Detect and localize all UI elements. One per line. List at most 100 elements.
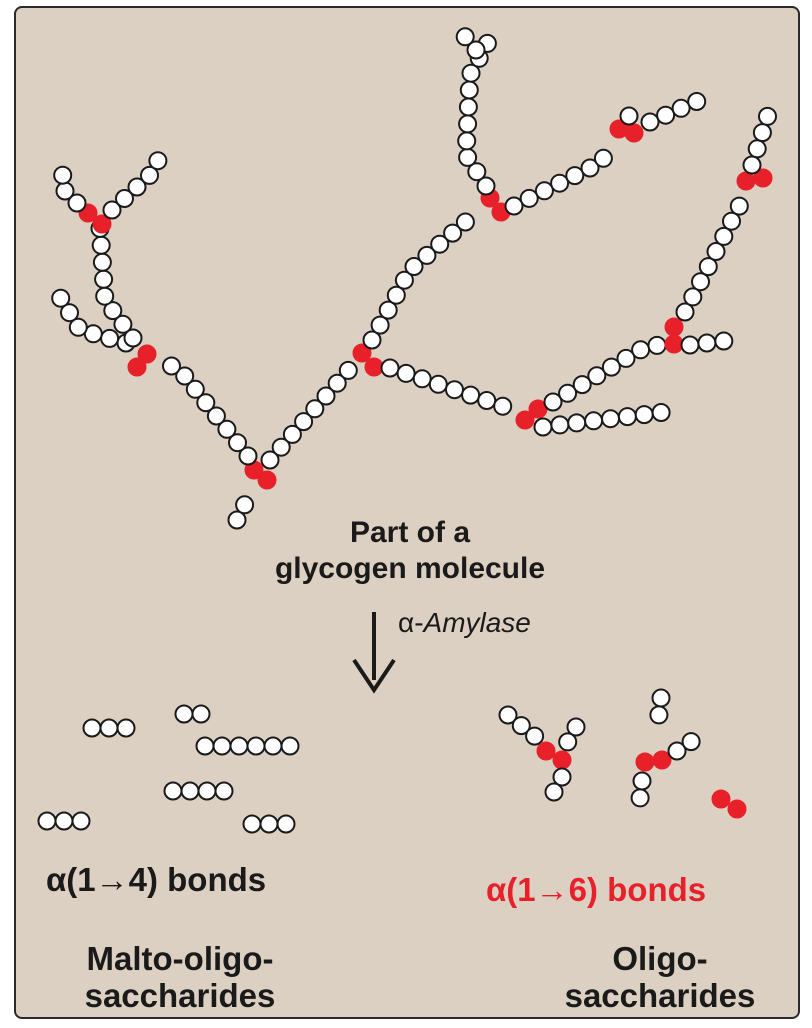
glucose-unit <box>217 419 237 439</box>
glucose-unit <box>681 732 701 752</box>
branch-point-unit <box>536 741 556 761</box>
glucose-unit <box>71 811 91 831</box>
oligo-label-line2: saccharides <box>564 977 756 1014</box>
glucose-unit <box>458 147 478 167</box>
branch-point-unit <box>528 399 548 419</box>
glucose-unit <box>148 151 168 171</box>
glucose-unit <box>619 106 639 126</box>
enzyme-label: α-Amylase <box>398 605 531 641</box>
glucose-unit <box>457 131 477 151</box>
glucose-unit <box>651 688 671 708</box>
glucose-unit <box>305 399 325 419</box>
glucose-unit <box>113 314 133 334</box>
glucose-unit <box>476 176 496 196</box>
glucose-unit <box>651 403 671 422</box>
glucose-unit <box>640 112 660 132</box>
glucose-unit <box>430 234 450 254</box>
glucose-unit <box>550 415 570 435</box>
branch-point-unit <box>352 343 372 363</box>
glucose-unit <box>67 193 87 213</box>
glucose-unit <box>675 302 695 322</box>
glucose-unit <box>404 257 424 276</box>
glucose-unit <box>94 269 114 289</box>
glucose-unit <box>238 446 258 466</box>
glucose-unit <box>276 814 296 834</box>
glucose-unit <box>212 736 232 756</box>
glucose-unit <box>647 335 667 355</box>
glucose-unit <box>706 242 726 261</box>
glucose-unit <box>229 736 249 756</box>
glucose-unit <box>116 718 136 738</box>
glucose-unit <box>82 718 102 738</box>
glucose-unit <box>671 98 691 118</box>
glucose-unit <box>698 257 718 277</box>
glucose-unit <box>206 406 226 426</box>
amylase-arrow <box>352 612 396 694</box>
glucose-unit <box>558 732 578 752</box>
glucose-unit <box>511 716 531 736</box>
branch-point-unit <box>664 317 684 337</box>
glucose-unit <box>235 495 255 515</box>
glucose-unit <box>92 252 112 272</box>
glucose-unit <box>197 781 217 801</box>
glucose-unit <box>493 396 513 416</box>
glucose-unit <box>504 196 524 216</box>
glycogen-label-line1: Part of a <box>349 516 471 549</box>
glucose-unit <box>271 437 291 457</box>
glucose-unit <box>91 235 111 255</box>
branch-point-unit <box>552 750 572 770</box>
glucose-unit <box>195 736 215 756</box>
malto-label-line1: Malto-oligo- <box>86 940 274 977</box>
glucose-unit <box>428 374 448 394</box>
arrow-head <box>352 658 396 694</box>
glucose-unit <box>370 315 390 335</box>
glucose-unit <box>691 272 710 292</box>
glucose-unit <box>37 811 57 831</box>
glucose-unit <box>455 212 475 232</box>
alpha-1-6-bonds-label: α(1→6) bonds <box>486 871 707 908</box>
glucose-unit <box>601 357 621 377</box>
glucose-unit <box>632 771 652 791</box>
glucose-unit <box>466 40 486 60</box>
glucose-unit <box>242 814 262 834</box>
glucose-unit <box>498 705 518 725</box>
glucose-unit <box>380 358 400 378</box>
glucose-unit <box>534 181 554 201</box>
glucose-unit <box>327 373 347 393</box>
glucose-unit <box>758 106 777 126</box>
glucose-unit <box>656 105 676 125</box>
glucose-unit <box>552 767 572 787</box>
glucose-unit <box>458 97 478 117</box>
alpha-1-4-bonds-label: α(1→4) bonds <box>46 861 267 898</box>
glucose-unit <box>53 165 73 185</box>
glucose-unit <box>55 181 75 201</box>
glucose-unit <box>683 287 703 307</box>
glucose-unit <box>533 417 553 437</box>
glucose-unit <box>396 363 416 383</box>
glucose-unit <box>51 288 71 308</box>
enzyme-prefix: α- <box>398 607 424 638</box>
glucose-unit <box>412 369 432 389</box>
branch-point-unit <box>664 334 684 354</box>
branch-point-unit <box>736 171 756 191</box>
glucose-unit <box>567 413 587 433</box>
glucose-unit <box>714 226 734 246</box>
glucose-unit <box>246 736 266 756</box>
glucose-unit <box>714 331 734 351</box>
glucose-unit <box>282 424 302 444</box>
glucose-unit <box>100 328 120 348</box>
glucose-unit <box>60 303 79 323</box>
glucose-unit <box>544 782 564 802</box>
enzyme-name: Amylase <box>423 607 531 638</box>
branch-point-unit <box>92 214 112 234</box>
glucose-unit <box>68 317 88 337</box>
glucose-unit <box>338 360 358 380</box>
glucose-unit <box>697 333 717 353</box>
glucose-unit <box>455 27 475 47</box>
oligosaccharides-label: Oligo- saccharides <box>530 940 790 1014</box>
glucose-unit <box>587 366 607 386</box>
glycogen-molecule-label: Part of a glycogen molecule <box>200 515 620 587</box>
glucose-chains <box>37 27 777 834</box>
glucose-unit <box>558 383 578 403</box>
